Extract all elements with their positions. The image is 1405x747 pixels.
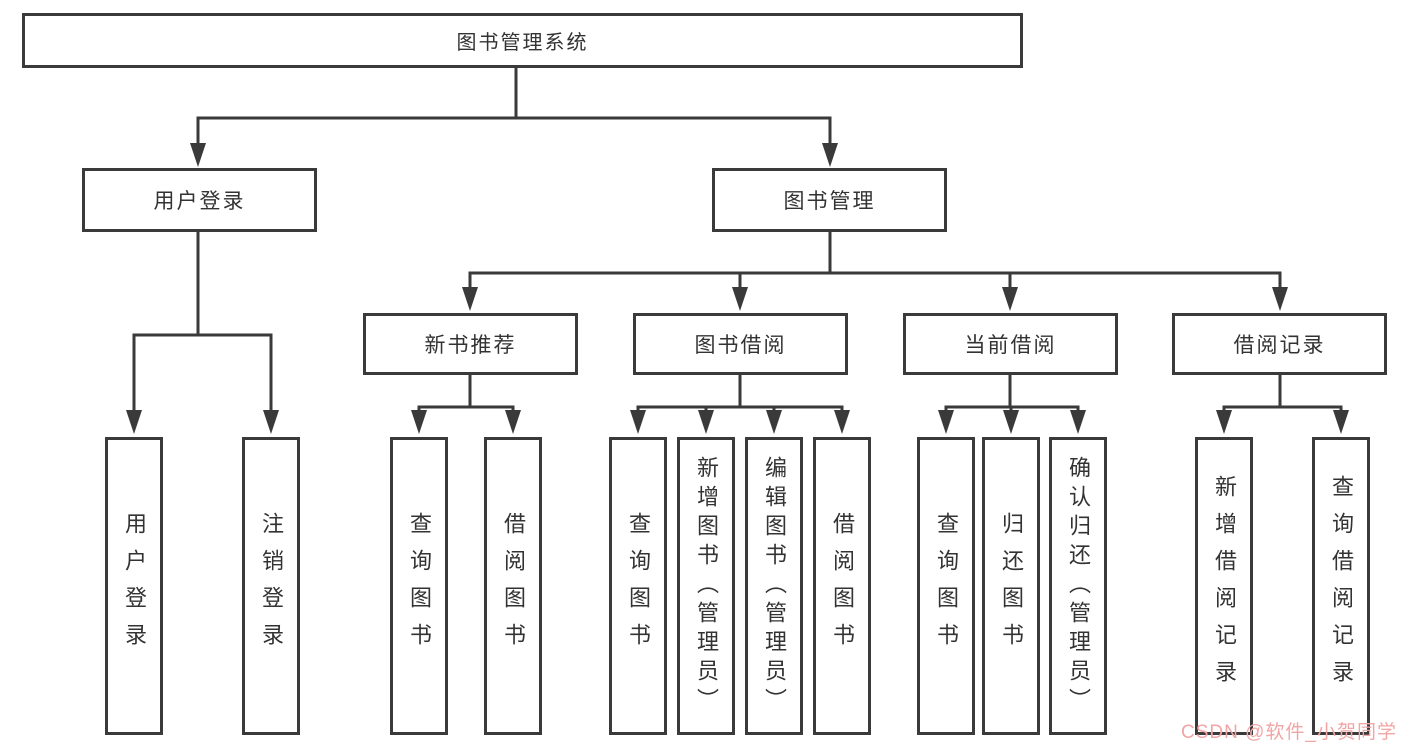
node-borrowing-records: 借阅记录: [1172, 313, 1387, 375]
leaf-logout: 注销登录: [242, 437, 300, 735]
node-label: 图书借阅: [694, 334, 787, 357]
node-label: 图书管理系统: [456, 32, 589, 54]
node-label: 借阅记录: [1233, 334, 1326, 357]
leaf-edit-book-admin: 编辑图书（管理员）: [745, 437, 803, 735]
node-label: 借阅图书: [501, 512, 526, 660]
node-label: 当前借阅: [964, 334, 1057, 357]
node-label: 归还图书: [999, 512, 1024, 660]
node-label: 新增图书（管理员）: [694, 455, 719, 717]
node-new-book-recommendation: 新书推荐: [363, 313, 578, 375]
node-book-borrowing: 图书借阅: [633, 313, 848, 375]
leaf-confirm-return-admin: 确认归还（管理员）: [1049, 437, 1107, 735]
leaf-query-books-recommend: 查询图书: [390, 437, 448, 735]
node-label: 用户登录: [153, 190, 246, 213]
leaf-return-book: 归还图书: [982, 437, 1040, 735]
node-label: 确认归还（管理员）: [1066, 455, 1091, 717]
csdn-watermark: CSDN @软件_小贺同学: [1181, 722, 1397, 743]
node-label: 查询图书: [407, 512, 432, 660]
leaf-add-book-admin: 新增图书（管理员）: [677, 437, 735, 735]
node-label: 新书推荐: [424, 334, 517, 357]
node-library-management-system: 图书管理系统: [22, 13, 1023, 68]
node-label: 编辑图书（管理员）: [762, 455, 787, 717]
node-current-borrowing: 当前借阅: [903, 313, 1118, 375]
node-label: 查询借阅记录: [1329, 475, 1354, 697]
node-label: 新增借阅记录: [1212, 475, 1237, 697]
leaf-borrow-books-borrowing: 借阅图书: [813, 437, 871, 735]
node-label: 图书管理: [783, 190, 876, 213]
arrowheads: [126, 143, 1349, 434]
leaf-user-login: 用户登录: [105, 437, 163, 735]
node-user-login: 用户登录: [82, 168, 317, 232]
leaf-query-books-current: 查询图书: [917, 437, 975, 735]
node-book-management: 图书管理: [712, 168, 947, 232]
leaf-borrow-books-recommend: 借阅图书: [484, 437, 542, 735]
leaf-query-books-borrowing: 查询图书: [609, 437, 667, 735]
node-label: 用户登录: [122, 512, 147, 660]
node-label: 注销登录: [259, 512, 284, 660]
leaf-add-borrow-record: 新增借阅记录: [1195, 437, 1253, 735]
leaf-query-borrow-record: 查询借阅记录: [1312, 437, 1370, 735]
node-label: 借阅图书: [830, 512, 855, 660]
node-label: 查询图书: [626, 512, 651, 660]
node-label: 查询图书: [934, 512, 959, 660]
